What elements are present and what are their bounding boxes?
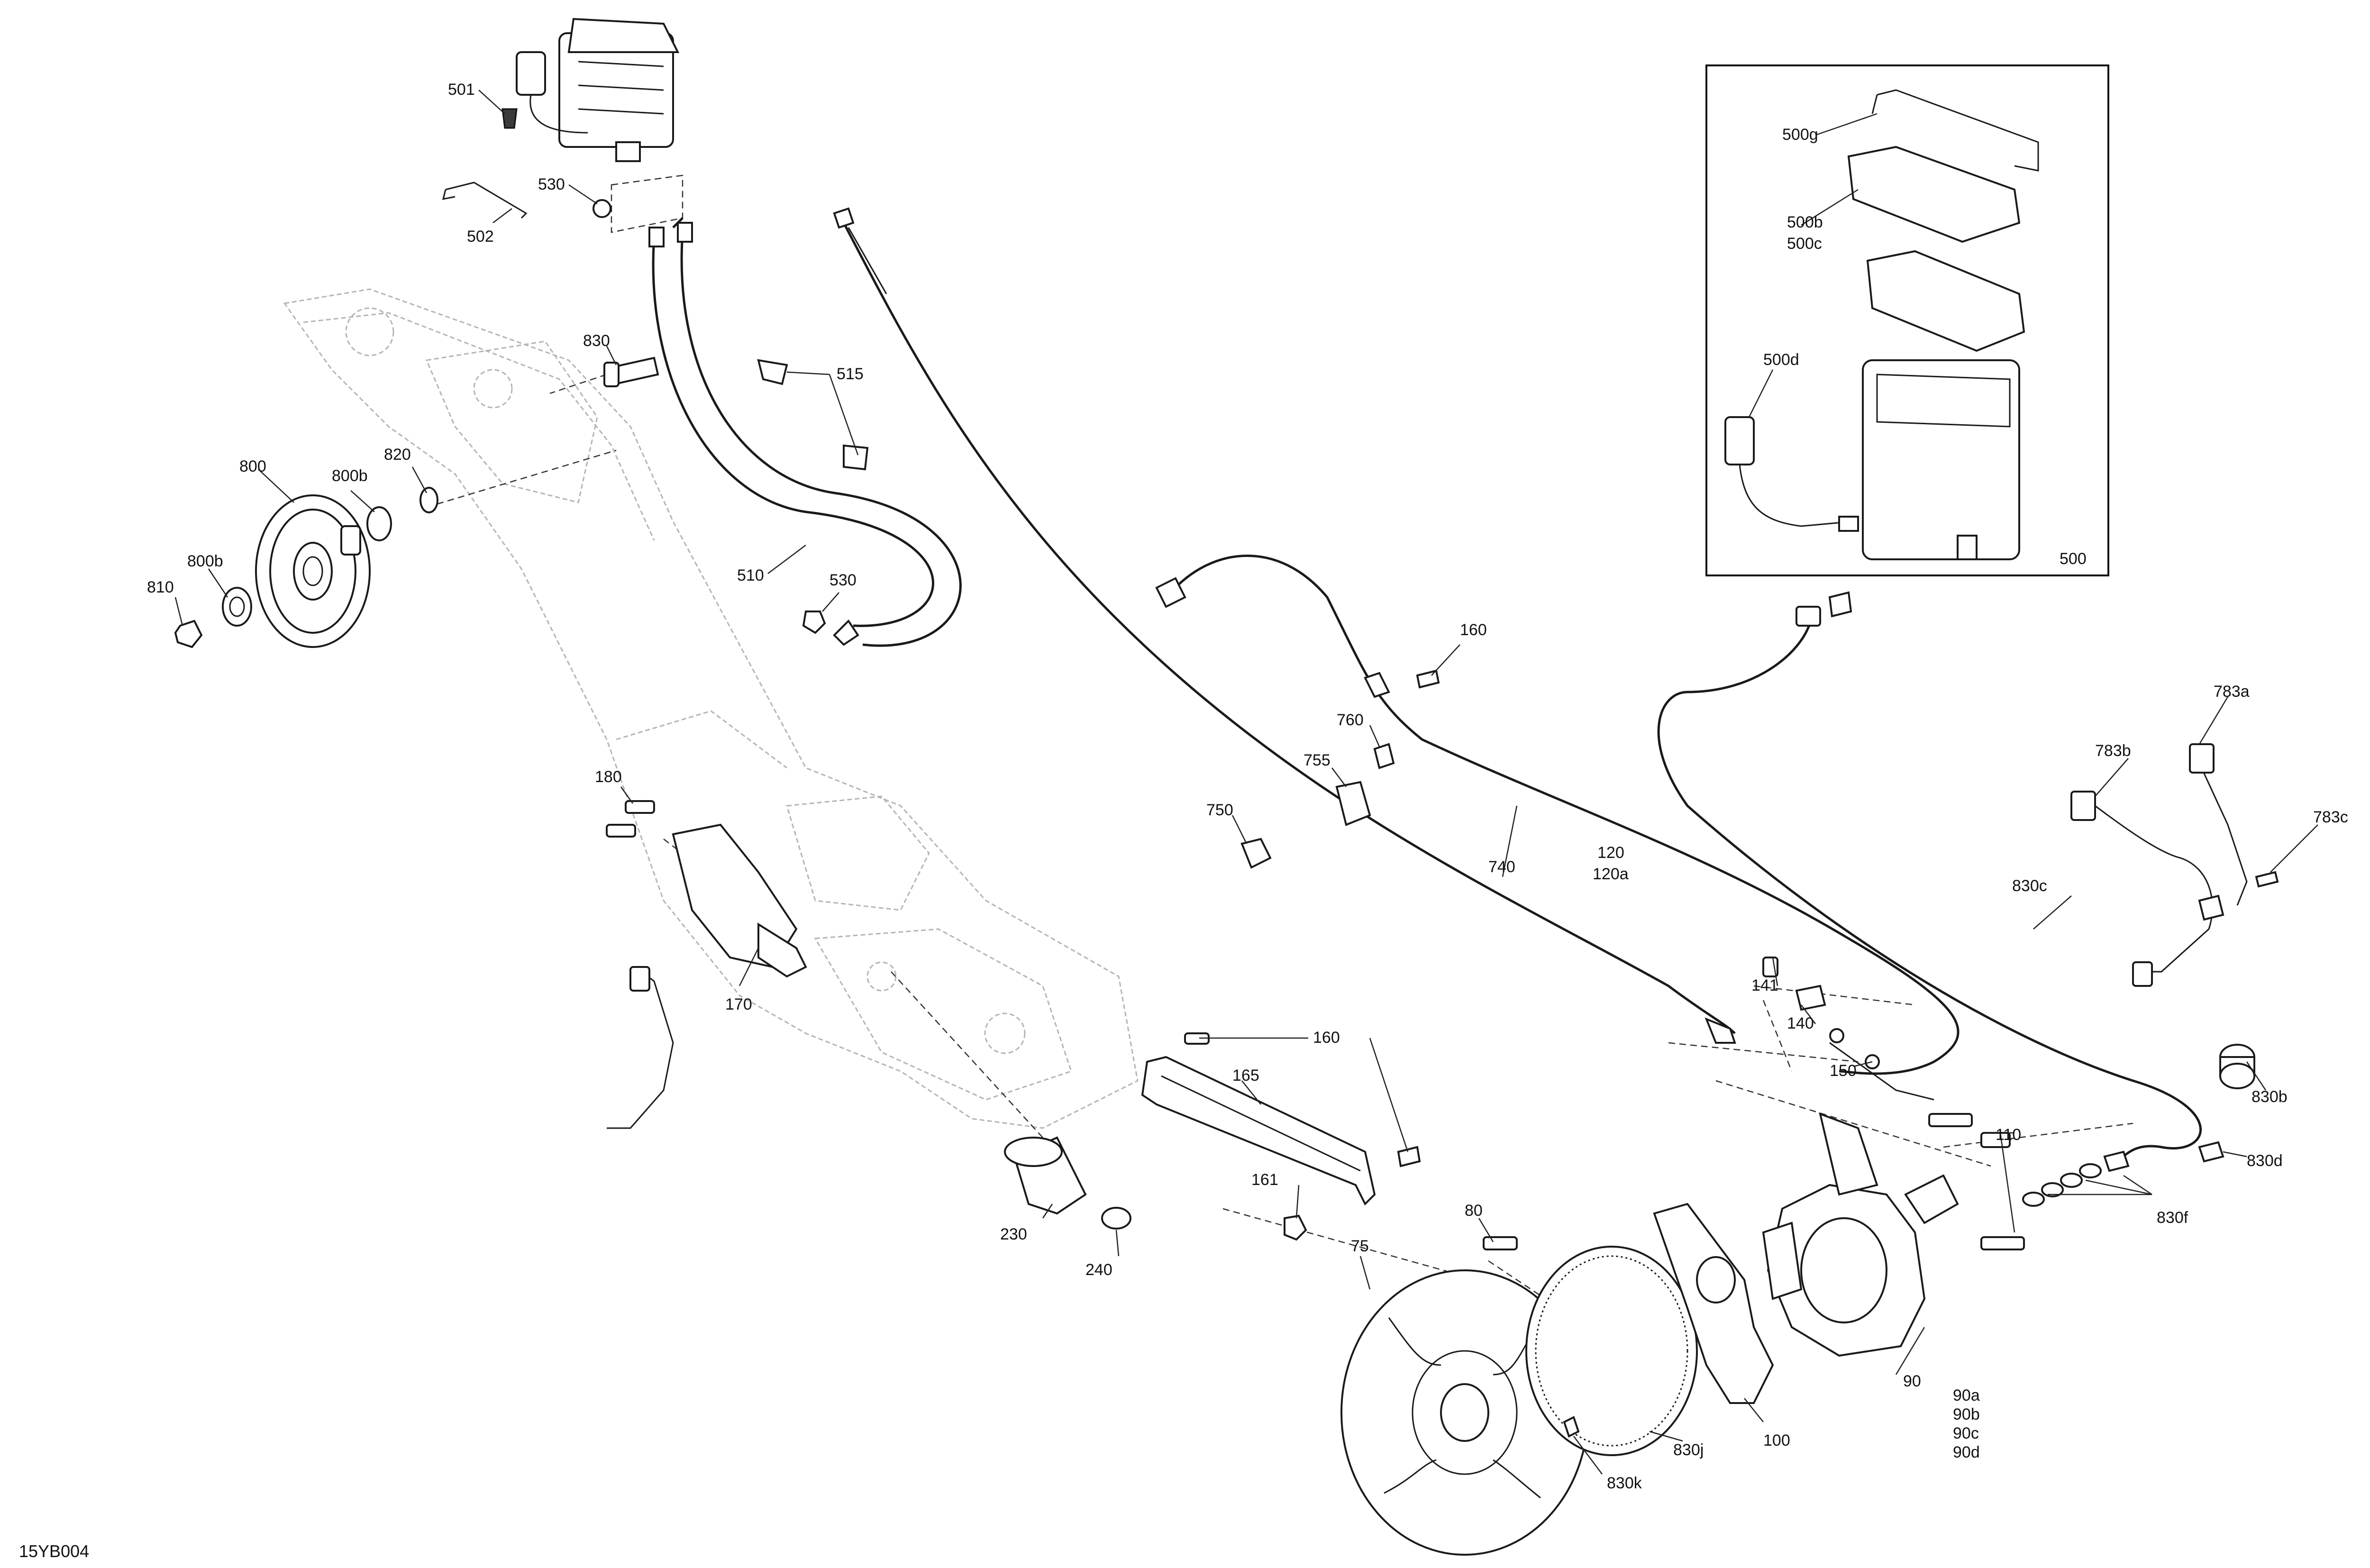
callout-830b: 830b	[2252, 1088, 2288, 1106]
callout-800b: 800b	[332, 467, 368, 485]
sensor-bolt	[2198, 1141, 2224, 1163]
callout-740: 740	[1488, 858, 1515, 876]
callout-120a: 120a	[1593, 865, 1629, 883]
callout-510: 510	[737, 566, 764, 584]
callout-90c: 90c	[1953, 1424, 1979, 1442]
leader-lines	[174, 90, 2318, 1475]
callout-110: 110	[1996, 1126, 2021, 1144]
callout-830d: 830d	[2247, 1152, 2283, 1170]
cable-bracket	[1141, 1032, 1421, 1241]
callout-755: 755	[1304, 751, 1331, 769]
callout-500g: 500g	[1782, 126, 1818, 144]
callout-810: 810	[147, 578, 174, 596]
callout-141: 141	[1751, 976, 1778, 994]
abs-sensor-harness	[1657, 591, 2202, 1172]
brake-hose-pair	[648, 217, 962, 647]
master-cylinder-assembly	[501, 18, 680, 218]
callout-830f: 830f	[2157, 1209, 2188, 1227]
callout-500d: 500d	[1763, 351, 1799, 369]
swing-arm-ghost	[283, 288, 1139, 1129]
inset-frame	[1705, 64, 2109, 576]
callout-165: 165	[1232, 1067, 1259, 1085]
callout-501: 501	[448, 81, 475, 99]
callout-161: 161	[1251, 1171, 1278, 1189]
master-cylinder-rear	[606, 800, 807, 1129]
callout-labels: 501 502 530 830 515 820 800 800b 800b 81…	[147, 81, 2348, 1492]
callout-90: 90	[1903, 1372, 1921, 1390]
hose-clips	[757, 359, 869, 471]
tone-ring-screw	[1563, 1416, 1580, 1438]
callout-120: 120	[1597, 844, 1624, 862]
callout-500b: 500b	[1787, 213, 1823, 231]
callout-760: 760	[1337, 711, 1364, 729]
caliper-bolts	[1928, 1113, 2025, 1250]
callout-530: 530	[538, 175, 565, 193]
cable-clips	[1240, 669, 1440, 869]
callout-160: 160	[1313, 1029, 1340, 1047]
callout-90b: 90b	[1953, 1405, 1980, 1423]
abs-tone-ring	[1525, 1246, 1698, 1456]
callout-830c: 830c	[2012, 877, 2047, 895]
callout-140: 140	[1787, 1014, 1814, 1032]
callout-783c: 783c	[2313, 808, 2348, 826]
callout-100: 100	[1763, 1431, 1790, 1449]
callout-75: 75	[1351, 1237, 1369, 1255]
callout-502: 502	[467, 228, 494, 246]
callout-240: 240	[1085, 1261, 1112, 1279]
retaining-clip	[442, 182, 528, 219]
caliper-bracket	[1653, 1203, 1774, 1404]
mounting-bolt-830	[603, 356, 659, 387]
callout-180: 180	[595, 768, 622, 786]
callout-800: 800	[239, 457, 266, 475]
callout-830: 830	[583, 332, 610, 350]
parking-brake-cable	[833, 207, 1736, 1044]
callout-90d: 90d	[1953, 1443, 1980, 1461]
callout-750: 750	[1206, 801, 1233, 819]
pulley-assembly	[174, 487, 438, 648]
callout-830j: 830j	[1673, 1441, 1704, 1459]
protective-boot	[1004, 1136, 1131, 1230]
callout-530: 530	[830, 571, 857, 589]
callout-90a: 90a	[1953, 1386, 1980, 1404]
sensor-connectors-783	[2070, 743, 2279, 987]
callout-830k: 830k	[1607, 1474, 1642, 1492]
callout-500: 500	[2060, 550, 2087, 568]
drawing-code: 15YB004	[19, 1541, 89, 1561]
callout-230: 230	[1000, 1225, 1027, 1243]
callout-783b: 783b	[2095, 742, 2131, 760]
shim-washers	[2022, 1163, 2102, 1207]
callout-515: 515	[837, 365, 864, 383]
abs-cap	[2219, 1044, 2255, 1089]
callout-80: 80	[1465, 1202, 1483, 1220]
disc-bolt	[1483, 1236, 1518, 1250]
callout-170: 170	[725, 995, 752, 1013]
callout-820: 820	[384, 446, 411, 464]
callout-783a: 783a	[2214, 683, 2250, 701]
callout-800b: 800b	[187, 552, 223, 570]
callout-500c: 500c	[1787, 235, 1822, 253]
brake-caliper	[1762, 1112, 2011, 1357]
reservoir-inset	[1705, 64, 2109, 576]
callout-160: 160	[1460, 621, 1487, 639]
callout-150: 150	[1830, 1062, 1857, 1080]
brake-line-120	[1155, 555, 1960, 1075]
